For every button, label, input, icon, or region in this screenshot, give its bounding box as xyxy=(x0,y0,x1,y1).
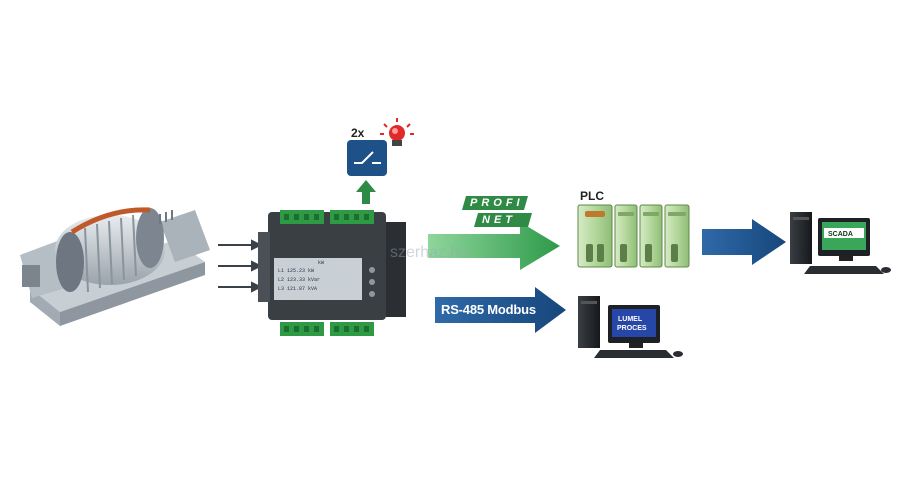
profinet-arrow xyxy=(428,196,560,270)
profinet-logo-text-bottom: NET xyxy=(482,214,516,226)
lumel-computer xyxy=(578,296,683,358)
lcd-line-2: L2 123.33 kVar xyxy=(278,277,321,283)
generator-illustration xyxy=(20,207,210,326)
relay-output xyxy=(347,118,414,204)
switch-icon xyxy=(354,151,381,164)
scada-screen-text: SCADA xyxy=(828,231,853,238)
plc-rack xyxy=(577,204,690,268)
lcd-line-0: kW xyxy=(318,260,325,266)
plc-label: PLC xyxy=(580,189,604,203)
relay-count-label: 2x xyxy=(351,126,365,140)
alarm-lamp-icon xyxy=(380,118,414,146)
lcd-line-1: L1 125.23 kW xyxy=(278,268,315,274)
power-meter-device xyxy=(258,210,406,336)
lumel-screen xyxy=(612,309,656,337)
meter-lcd-screen xyxy=(274,258,362,300)
lumel-screen-text-2: PROCES xyxy=(617,325,647,332)
input-signal-arrows xyxy=(218,239,263,293)
lcd-line-3: L3 121.87 kVA xyxy=(278,286,318,292)
modbus-label: RS-485 Modbus xyxy=(441,302,536,317)
profinet-logo-text-top: PROFI xyxy=(470,197,524,209)
profinet-logo xyxy=(462,196,532,227)
relay-up-arrow xyxy=(356,180,376,204)
scada-computer xyxy=(790,212,891,274)
modbus-arrow xyxy=(435,287,566,333)
watermark: szerhaz.hu xyxy=(390,244,469,261)
scada-arrow xyxy=(702,219,786,265)
lumel-screen-text-1: LUMEL xyxy=(618,316,643,323)
